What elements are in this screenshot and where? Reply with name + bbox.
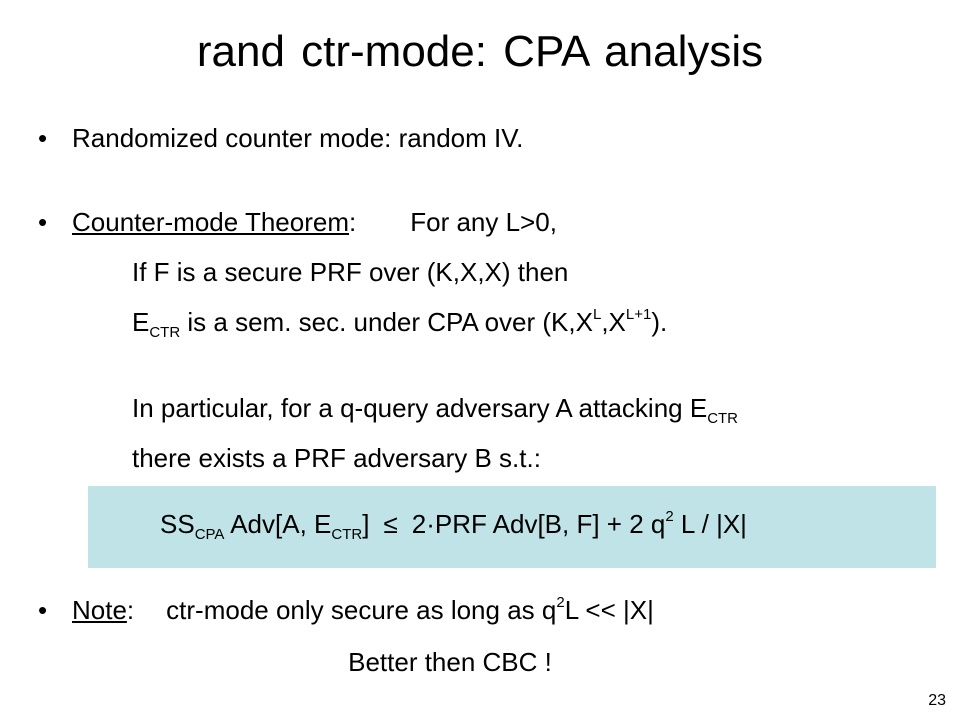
theorem-line-prf: If F is a secure PRF over (K,X,X) then bbox=[132, 257, 569, 287]
theorem-line-particular: In particular, for a q-query adversary A… bbox=[132, 390, 738, 426]
slide-title: rand ctr-mode: CPA analysis bbox=[196, 27, 764, 76]
theorem-label-colon: : bbox=[349, 207, 357, 237]
theorem-line-semsec: ECTR is a sem. sec. under CPA over (K,XL… bbox=[132, 304, 667, 340]
bullet-counter-mode-theorem: Counter-mode Theorem: For any L>0, bbox=[72, 204, 557, 240]
formula-two: 2 bbox=[411, 509, 427, 539]
note-text-after: L << |X| bbox=[564, 595, 654, 625]
formula-ss: SS bbox=[160, 509, 195, 539]
formula-close: ] bbox=[362, 509, 370, 539]
theorem-line-prf-adversary: there exists a PRF adversary B s.t.: bbox=[132, 443, 541, 473]
bullet-marker: • bbox=[38, 123, 48, 153]
ectr-sub: CTR bbox=[149, 324, 181, 341]
formula-sq: 2 bbox=[665, 508, 674, 525]
note-label-colon: : bbox=[126, 595, 135, 625]
semsec-mid2: ,X bbox=[601, 307, 626, 337]
bullet-marker: • bbox=[38, 207, 48, 237]
semsec-end: ). bbox=[651, 307, 668, 337]
note-text: ctr-mode only secure as long as q bbox=[166, 595, 557, 625]
xl-sup: L bbox=[592, 306, 602, 323]
theorem-condition: For any L>0, bbox=[410, 207, 557, 237]
note-label: Note bbox=[72, 595, 127, 625]
particular-text: In particular, for a q-query adversary A… bbox=[132, 393, 708, 423]
formula-adv: Adv[A, E bbox=[224, 509, 332, 539]
formula-tail: L / |X| bbox=[673, 509, 747, 539]
formula-dot: · bbox=[426, 509, 435, 539]
closing-remark: Better then CBC ! bbox=[348, 647, 552, 677]
formula-cpa-sub: CPA bbox=[194, 526, 225, 543]
note-sup: 2 bbox=[556, 594, 565, 611]
theorem-label: Counter-mode Theorem bbox=[72, 207, 349, 237]
bullet-marker: • bbox=[38, 595, 48, 625]
bullet-note: Note: ctr-mode only secure as long as q2L… bbox=[72, 592, 654, 628]
advantage-formula: SSCPA Adv[A, ECTR]≤2·PRF Adv[B, F] + 2 q… bbox=[160, 504, 747, 544]
semsec-mid: is a sem. sec. under CPA over (K,X bbox=[180, 307, 593, 337]
bullet-randomized-counter-mode: Randomized counter mode: random IV. bbox=[72, 123, 524, 153]
particular-ctr-sub: CTR bbox=[707, 410, 739, 427]
formula-ctr-sub: CTR bbox=[331, 526, 363, 543]
ectr-e: E bbox=[132, 307, 150, 337]
formula-leq: ≤ bbox=[383, 509, 398, 539]
xl1-sup: L+1 bbox=[625, 306, 652, 323]
formula-highlight-box bbox=[88, 486, 936, 568]
page-number: 23 bbox=[928, 692, 946, 709]
formula-prf: PRF Adv[B, F] + 2 q bbox=[434, 509, 666, 539]
